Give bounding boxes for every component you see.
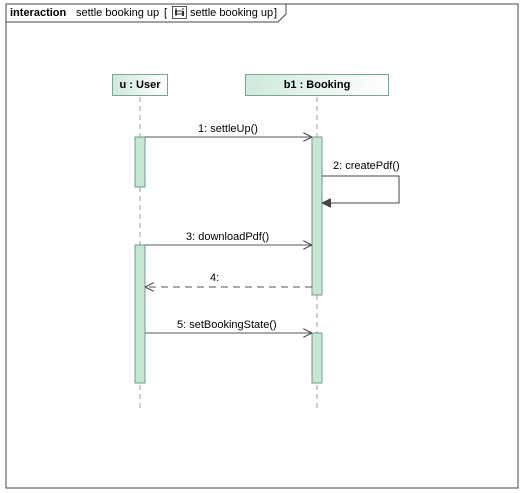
activation-booking-1 <box>311 136 323 296</box>
message-2-arrow <box>322 175 400 203</box>
message-1-label[interactable]: 1: settleUp() <box>198 123 258 135</box>
message-4-label[interactable]: 4: <box>210 272 220 284</box>
frame-close-bracket: ] <box>274 7 278 19</box>
activation-user-1 <box>134 136 146 188</box>
message-5-label[interactable]: 5: setBookingState() <box>177 319 277 331</box>
frame-open-bracket: [ <box>164 7 168 19</box>
frame-name: settle booking up <box>76 7 160 19</box>
frame-label: interaction settle booking up [ settle b… <box>6 4 286 24</box>
frame-keyword: interaction <box>10 7 67 19</box>
lifeline-head-user[interactable]: u : User <box>112 74 168 96</box>
message-3-label[interactable]: 3: downloadPdf() <box>186 231 270 243</box>
frame-reference-link[interactable]: settle booking up <box>190 7 274 19</box>
lifeline-label-user: u : User <box>119 79 161 91</box>
frame-label-tab <box>6 4 287 23</box>
lifeline-label-booking: b1 : Booking <box>283 79 351 91</box>
activation-user-2 <box>134 244 146 384</box>
interaction-diagram-icon[interactable] <box>172 6 187 19</box>
lifeline-head-booking[interactable]: b1 : Booking <box>245 74 389 96</box>
activation-booking-2 <box>311 332 323 384</box>
message-2-label[interactable]: 2: createPdf() <box>333 160 400 172</box>
